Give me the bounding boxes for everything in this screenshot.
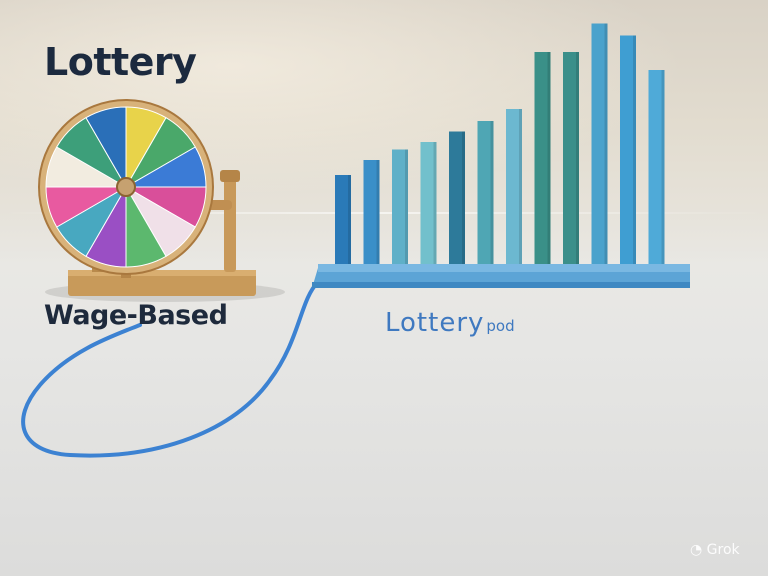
chart-bar-shade bbox=[604, 23, 608, 268]
chart-bar bbox=[620, 35, 636, 268]
title-lottery: Lottery bbox=[44, 40, 197, 84]
grok-icon: ◔ bbox=[690, 542, 707, 558]
chart-bar bbox=[591, 23, 608, 268]
chart-bar bbox=[477, 121, 494, 268]
chart-bar bbox=[648, 70, 665, 268]
chart-bar-shade bbox=[376, 160, 380, 268]
chart-bar-shade bbox=[348, 175, 351, 268]
chart-bar-shade bbox=[547, 52, 551, 268]
chart-bar-shade bbox=[462, 131, 465, 268]
bar-tray-front bbox=[312, 282, 690, 288]
chart-bar-shade bbox=[433, 142, 437, 268]
chart-bar bbox=[420, 142, 437, 268]
chart-bar bbox=[563, 52, 579, 268]
bar-tray-top bbox=[318, 264, 690, 272]
chart-bar bbox=[335, 175, 351, 268]
chart-bar-shade bbox=[519, 109, 522, 268]
label-lottery-pod-suffix: pod bbox=[486, 317, 515, 335]
chart-bar-shade bbox=[661, 70, 665, 268]
label-lottery-pod-main: Lottery bbox=[385, 308, 485, 338]
wheel-segment bbox=[85, 106, 127, 189]
horizon-line bbox=[0, 212, 768, 214]
bar-chart bbox=[312, 23, 690, 288]
wheel-stand-cap bbox=[220, 170, 240, 182]
chart-bar bbox=[506, 109, 522, 268]
wheel-stand-post bbox=[224, 178, 236, 272]
chart-bar bbox=[534, 52, 551, 268]
wheel-base-top bbox=[68, 270, 256, 276]
grok-watermark-text: Grok bbox=[706, 542, 740, 558]
chart-bar-shade bbox=[576, 52, 579, 268]
chart-bar-shade bbox=[405, 149, 408, 268]
chart-bar-shade bbox=[490, 121, 494, 268]
chart-bar bbox=[449, 131, 465, 268]
lottery-wheel[interactable] bbox=[38, 99, 214, 275]
chart-bar bbox=[363, 160, 380, 268]
grok-watermark: ◔ Grok bbox=[690, 542, 740, 558]
chart-bar bbox=[392, 149, 408, 268]
blue-cable bbox=[21, 280, 320, 458]
chart-bar-shade bbox=[633, 35, 636, 268]
wheel-hub bbox=[116, 177, 136, 197]
label-wage-based: Wage-Based bbox=[44, 300, 228, 331]
wheel-base bbox=[68, 270, 256, 296]
